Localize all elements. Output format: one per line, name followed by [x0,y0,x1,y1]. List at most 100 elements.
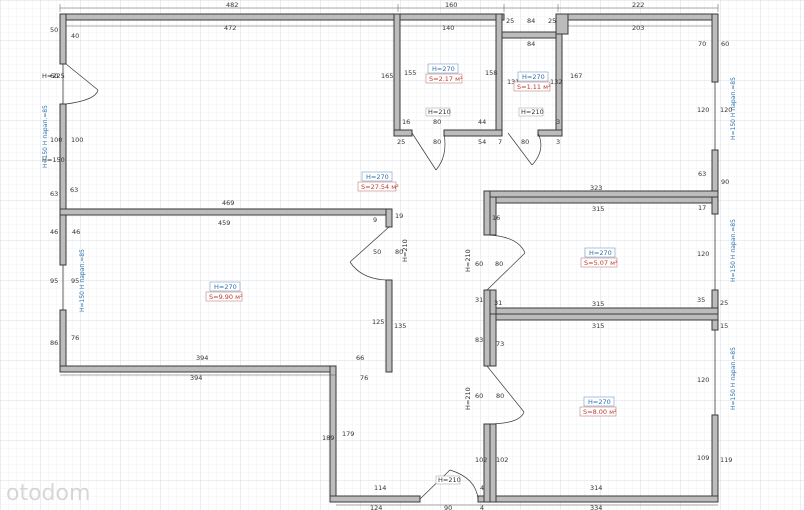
dim-b-25: 25 [397,138,405,146]
dim-b-16: 16 [402,118,410,126]
wall-top-right [557,13,719,21]
dim-bed-394a: 394 [196,354,208,362]
dim-hall-90: 90 [444,504,452,510]
window-right-bottom-label: H=150 H парап.=85 [730,347,737,410]
dim-mid-469: 469 [222,199,234,207]
room-label-box-bed-h [209,281,241,292]
wall-mid-bottom [489,307,719,315]
dim-l-h150: H=150 [42,156,65,164]
dim-rb-102b: 102 [496,456,508,464]
door-wc-height: H=210 [521,108,544,116]
dim-rb-334: 334 [590,504,602,510]
dim-rb-120: 120 [697,376,709,384]
dim-top-222: 222 [632,1,644,9]
dim-rm-60a: 60 [475,260,483,268]
dim-r-63: 63 [698,170,706,178]
dim-bed-76: 76 [360,374,368,382]
room-bottom-area: S=8.00 м² [583,408,617,416]
dim-l-100b: 100 [71,136,83,144]
dim-rb-60: 60 [475,392,483,400]
dim-l-100a: 100 [50,136,62,144]
wall-bottom-room-left [489,313,497,367]
room-label-box-living-h [361,171,393,182]
dim-r-70a: 70 [698,40,706,48]
dim-l-76: 76 [71,334,79,342]
dim-mid-323: 323 [590,184,602,192]
dim-bed-135: 135 [394,322,406,330]
wall-bedroom-bottom [59,365,337,373]
dim-bed-66: 66 [356,354,364,362]
door-entry-swing [419,469,479,500]
door-entry-living-swing [65,63,99,105]
door-entry-height: H=210 [438,476,461,484]
dim-r-120b: 120 [720,106,732,114]
windows [62,64,716,415]
wall-right-block-left-b [483,289,491,367]
wall-bedroom-right [385,279,393,373]
wall-wc-top [501,31,559,39]
dim-rm-120: 120 [697,250,709,258]
room-label-box-bath-s [425,73,463,84]
window-left-bedroom-label: H=150 H парап.=85 [79,249,86,312]
dim-rb-102a: 102 [475,456,487,464]
dimension-labels: 482 160 25 84 25 222 472 140 84 203 50 4… [42,1,732,510]
wall-right-block-left-a [483,190,491,236]
dim-rm-17: 17 [698,204,706,212]
dim-l-95a: 95 [50,277,58,285]
dim-w-131: 131 [507,78,519,86]
room-labels: H=270 S=27.54 м² H=270 S=2.17 м² H=270 S… [205,63,618,417]
dim-b-44: 44 [478,118,486,126]
dim-l-40: 40 [71,32,79,40]
dim-b-158: 158 [485,69,497,77]
dim-b-165: 165 [381,72,393,80]
room-label-box-living-s [357,181,397,192]
dim-bed-125: 125 [372,318,384,326]
wall-hall-bottom [329,495,421,503]
wall-right-lower [711,414,719,501]
dim-b-7: 7 [498,138,502,146]
room-label-box-bottom-s [579,406,617,417]
wall-left-lower [59,208,67,266]
room-label-box-bath-h [427,63,459,74]
dim-l-46b: 46 [72,228,80,236]
dim-hall-114: 114 [374,484,386,492]
room-living-height: H=270 [366,173,389,181]
dim-hall-4b: 4 [480,504,484,510]
wall-mid-left [489,196,497,236]
dim-rm-25: 25 [720,299,728,307]
door-bottom-height: H=210 [464,387,472,410]
dim-rm-80a: 80 [495,260,503,268]
dim-b-80b: 80 [433,138,441,146]
dim-hall-124: 124 [370,504,382,510]
room-wc-area: S=1.11 м² [517,83,551,91]
dim-bed-394b: 394 [190,374,202,382]
door-mid-height: H=210 [464,249,472,272]
wall-bottom-room-top [489,313,719,321]
dim-rm-31a: 31 [475,296,483,304]
door-bed-height: H=210 [401,239,409,262]
dim-rm-315b: 315 [592,300,604,308]
room-living-area: S=27.54 м² [361,183,399,191]
wall-bath-bottom [393,129,413,137]
wall-wc-right-top [555,13,569,35]
dim-r-120a: 120 [697,106,709,114]
wall-mid-top [489,196,713,204]
dim-bed-459: 459 [218,219,230,227]
room-label-box-wc-h [517,71,549,82]
dim-l-46a: 46 [50,228,58,236]
window-right-top-label: H=150 H парап.=85 [730,77,737,140]
dim-r-60: 60 [721,40,729,48]
watermark-logo: otodom [6,481,90,506]
dim-l-63b: 63 [70,186,78,194]
wall-left-upper [59,13,67,65]
room-bottom-height: H=270 [588,398,611,406]
dim-l-60: 60 [50,72,58,80]
wall-living-bedroom [59,208,393,216]
dim-hall-179: 179 [342,430,354,438]
dim-hall-4a: 4 [480,484,484,492]
room-label-box-mid-h [584,247,616,258]
dim-l-50: 50 [50,26,58,34]
dim-b-155: 155 [404,69,416,77]
dim-top-25a: 25 [506,17,514,25]
